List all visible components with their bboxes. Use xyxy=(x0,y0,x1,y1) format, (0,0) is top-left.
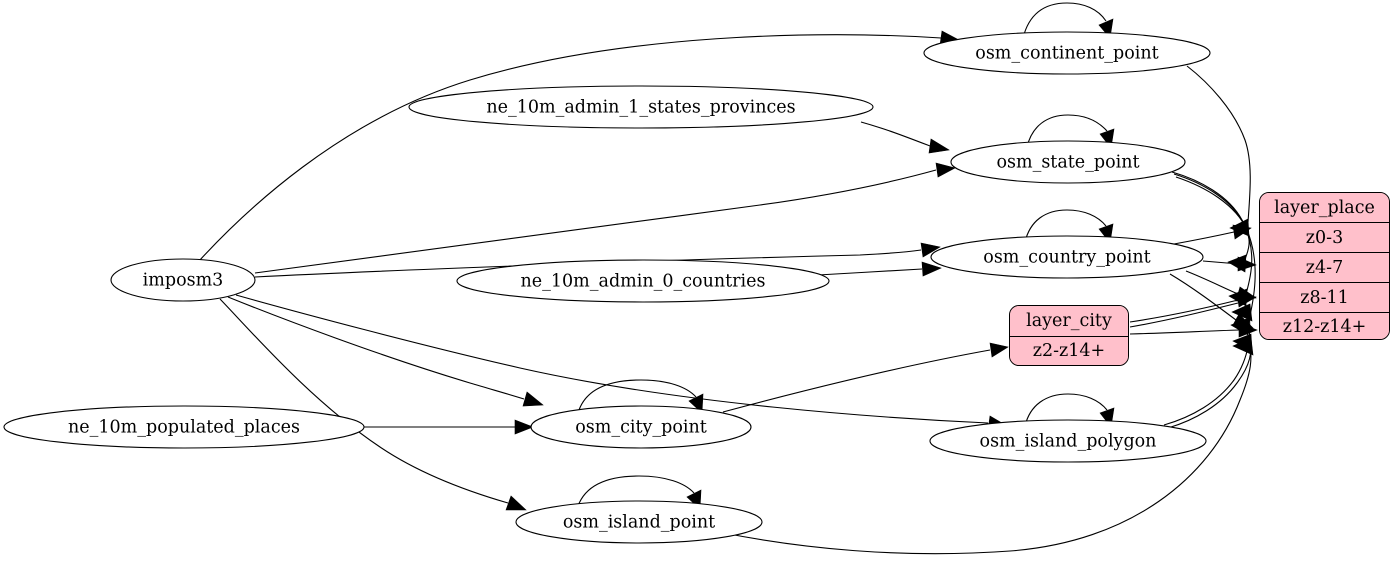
edge-layer xyxy=(198,2,1258,555)
arrowhead-icon xyxy=(1238,322,1258,338)
arrowhead-icon xyxy=(928,138,950,154)
node-label: osm_state_point xyxy=(996,153,1139,173)
edge-imposm3-to-osm_island_polygon xyxy=(235,294,989,424)
selfloop-osm_island_point xyxy=(577,475,695,507)
edge-osm_island_point-to-layer_place-z12 xyxy=(723,343,1252,555)
arrowhead-icon xyxy=(514,419,534,435)
arrowhead-icon xyxy=(1236,292,1257,308)
arrowhead-icon xyxy=(1232,224,1252,240)
node-layer: imposm3 ne_10m_admin_1_states_provinces … xyxy=(3,31,1211,544)
layer-place-row-z0-3[interactable]: z0-3 xyxy=(1260,222,1389,252)
layer-place-row-z8-11[interactable]: z8-11 xyxy=(1260,282,1389,312)
node-ne_10m_populated_places[interactable]: ne_10m_populated_places xyxy=(3,405,365,449)
arrowhead-icon xyxy=(1232,337,1254,356)
record-node-layer-city[interactable]: layer_city z2-z14+ xyxy=(1009,305,1129,366)
edge-osm_country_point-to-layer_place-z0-3 xyxy=(1173,231,1235,245)
node-label: osm_continent_point xyxy=(975,44,1158,64)
node-label: ne_10m_populated_places xyxy=(68,418,300,438)
node-osm_island_point[interactable]: osm_island_point xyxy=(515,500,763,544)
edge-osm_continent_point-to-layer_place-z0-3 xyxy=(1186,65,1251,223)
edge-admin_0_countries-to-osm_country_point xyxy=(817,268,923,276)
arrowhead-icon xyxy=(1237,256,1257,272)
selfloop-osm_city_point xyxy=(578,379,697,411)
selfloop-osm_continent_point xyxy=(1022,2,1107,39)
layer-place-row-z4-7[interactable]: z4-7 xyxy=(1260,252,1389,282)
node-label: imposm3 xyxy=(143,271,224,291)
edge-layer_city-to-layer_place-z8-11 xyxy=(1129,299,1239,323)
edge-imposm3-to-osm_continent_point xyxy=(198,34,942,262)
edge-states_provinces-to-osm_state_point xyxy=(860,121,931,147)
edge-osm_country_point-to-layer_place-z8-11 xyxy=(1185,270,1239,295)
arrowhead-icon xyxy=(688,393,704,414)
layer-place-row-z12-z14plus[interactable]: z12-z14+ xyxy=(1260,312,1389,339)
layer-city-title: layer_city xyxy=(1010,306,1128,336)
edge-imposm3-to-osm_state_point xyxy=(254,169,937,274)
selfloop-osm_island_polygon xyxy=(1024,393,1108,427)
node-ne_10m_admin_0_countries[interactable]: ne_10m_admin_0_countries xyxy=(456,259,830,303)
layer-city-row-z2-z14plus[interactable]: z2-z14+ xyxy=(1010,336,1128,365)
node-label: ne_10m_admin_0_countries xyxy=(521,272,766,292)
arrowhead-icon xyxy=(989,342,1009,358)
edge-osm_country_point-to-layer_place-z4-7 xyxy=(1202,260,1240,265)
node-label: osm_island_point xyxy=(563,513,715,533)
edge-osm_country_point-to-layer_place-z12 xyxy=(1169,273,1237,321)
selfloop-osm_country_point xyxy=(1024,209,1107,243)
arrowhead-icon xyxy=(505,495,527,511)
arrowhead-icon xyxy=(935,162,956,178)
edge-osm_city_point-to-layer_city xyxy=(722,349,991,413)
arrowhead-icon xyxy=(522,391,544,407)
edge-layer_city-to-layer_place-z12 xyxy=(1129,329,1240,335)
arrowhead-icon xyxy=(921,261,942,277)
arrowhead-icon xyxy=(1231,303,1253,322)
selfloop-osm_state_point xyxy=(1026,114,1108,148)
node-label: osm_island_polygon xyxy=(980,432,1157,452)
node-osm_island_polygon[interactable]: osm_island_polygon xyxy=(929,419,1207,463)
edge-osm_island_polygon-to-layer_place-z8-11 xyxy=(1163,310,1251,426)
node-ne_10m_admin_1_states_provinces[interactable]: ne_10m_admin_1_states_provinces xyxy=(408,85,874,129)
node-label: osm_country_point xyxy=(983,248,1150,268)
edge-imposm3-to-osm_island_point xyxy=(219,298,509,504)
arrowhead-icon xyxy=(920,242,941,258)
node-label: ne_10m_admin_1_states_provinces xyxy=(486,98,795,118)
edge-imposm3-to-osm_city_point xyxy=(227,296,525,400)
node-label: osm_city_point xyxy=(575,418,707,438)
node-imposm3[interactable]: imposm3 xyxy=(110,258,256,302)
layer-place-title: layer_place xyxy=(1260,193,1389,222)
node-osm_continent_point[interactable]: osm_continent_point xyxy=(923,31,1211,75)
edge-layer_city-to-layer_place-z8-11-b xyxy=(1129,302,1239,328)
node-osm_country_point[interactable]: osm_country_point xyxy=(930,235,1204,279)
node-osm_state_point[interactable]: osm_state_point xyxy=(950,140,1186,184)
edge-osm_island_polygon-to-layer_place-z12 xyxy=(1167,339,1252,429)
node-osm_city_point[interactable]: osm_city_point xyxy=(530,405,752,449)
record-node-layer-place[interactable]: layer_place z0-3 z4-7 z8-11 z12-z14+ xyxy=(1259,192,1390,340)
